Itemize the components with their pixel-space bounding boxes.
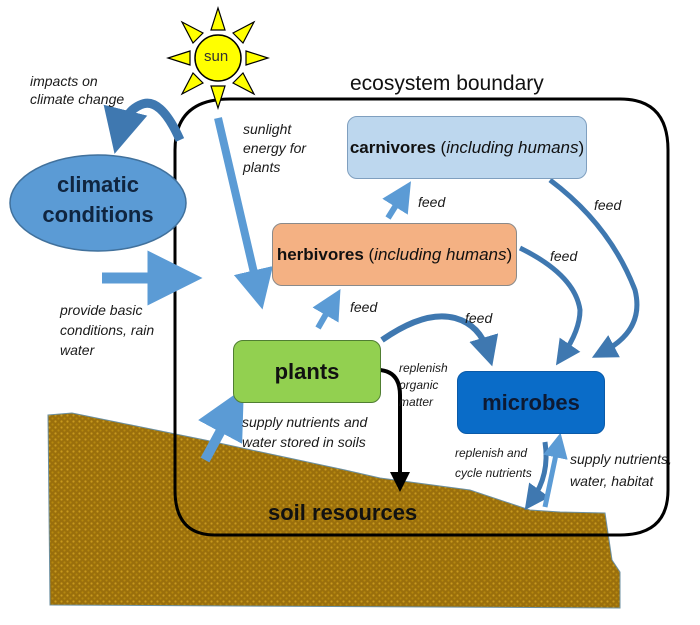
herbivores-qualifier: including humans bbox=[374, 244, 507, 264]
climatic-conditions-shape bbox=[9, 154, 187, 252]
replenish-cycle-label: replenish and cycle nutrients bbox=[455, 446, 532, 480]
sun-icon bbox=[166, 6, 270, 110]
sun-label: sun bbox=[204, 48, 229, 65]
arrow-plants-soil bbox=[379, 368, 410, 492]
climatic-conditions-node: climatic conditions bbox=[20, 170, 176, 230]
climatic-line1: climatic bbox=[57, 172, 139, 197]
feed-label-herbivores-carnivores: feed bbox=[418, 194, 446, 210]
plants-node: plants bbox=[233, 340, 381, 403]
carnivores-node: carnivores (including humans) bbox=[347, 116, 587, 179]
arrow-soil-plants bbox=[198, 388, 244, 463]
provide-label: provide basic conditions, rain water bbox=[60, 302, 155, 358]
soil-resources-label: soil resources bbox=[268, 500, 418, 525]
supply-soils-label: supply nutrients and water stored in soi… bbox=[242, 414, 368, 450]
ecosystem-boundary-title: ecosystem boundary bbox=[350, 72, 544, 95]
arrow-microbes-soil bbox=[524, 441, 550, 511]
arrow-plants-herbivores bbox=[312, 289, 341, 330]
carnivores-label: carnivores bbox=[349, 137, 436, 157]
herbivores-label: herbivores bbox=[276, 244, 364, 264]
sunlight-label: sunlight energy for plants bbox=[243, 121, 307, 175]
arrow-herbivores-microbes bbox=[518, 245, 583, 366]
arrow-herbivores-carnivores bbox=[382, 181, 411, 220]
arrow-plants-microbes bbox=[380, 313, 499, 367]
arrow-impacts-climate bbox=[103, 98, 185, 154]
soil-ground bbox=[47, 412, 621, 609]
microbes-label: microbes bbox=[482, 389, 580, 415]
feed-label-carnivores-microbes: feed bbox=[594, 197, 622, 213]
impacts-label: impacts on climate change bbox=[30, 73, 125, 107]
carnivores-qualifier: including humans bbox=[446, 137, 579, 157]
arrow-sunlight bbox=[214, 117, 273, 310]
arrow-soil-microbes bbox=[542, 432, 568, 508]
feed-label-plants-herbivores: feed bbox=[350, 299, 378, 315]
supply-habitat-label: supply nutrients, water, habitat bbox=[570, 451, 672, 489]
herbivores-node: herbivores (including humans) bbox=[272, 223, 517, 286]
feed-label-plants-microbes: feed bbox=[465, 310, 493, 326]
climatic-line2: conditions bbox=[42, 202, 154, 227]
plants-label: plants bbox=[274, 358, 340, 384]
feed-label-herbivores-microbes: feed bbox=[550, 248, 578, 264]
replenish-organic-label: replenish organic matter bbox=[399, 361, 448, 409]
microbes-node: microbes bbox=[457, 371, 605, 434]
arrow-carnivores-microbes bbox=[548, 178, 640, 358]
